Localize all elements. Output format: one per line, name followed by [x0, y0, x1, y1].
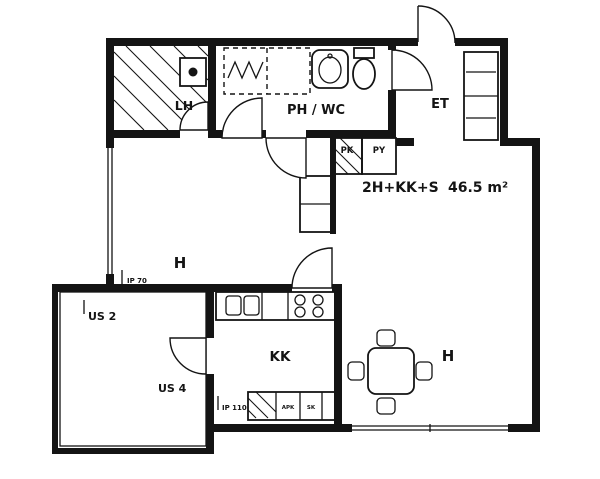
sink-bowl-icon — [243, 295, 260, 316]
toilet-icon — [352, 47, 376, 90]
entry-inner-door-arc — [391, 49, 433, 91]
chair — [376, 397, 396, 415]
label-bathroom: PH / WC — [287, 103, 345, 118]
label-ip110: IP 110 — [222, 404, 247, 412]
walls — [52, 38, 540, 454]
counter-hatch — [247, 391, 277, 419]
balcony-railing — [59, 291, 207, 447]
label-living-room: H — [442, 347, 455, 365]
kitchen-door-arc — [291, 247, 333, 289]
kitchen-counter-sink-stove — [215, 291, 341, 321]
label-cleaning-closet: SK — [307, 405, 316, 411]
entry-closets — [463, 51, 499, 141]
bathroom-door-arc — [221, 97, 263, 139]
entrance-door-arc — [417, 5, 456, 44]
windows — [106, 148, 508, 432]
label-sauna: LH — [175, 98, 193, 113]
labels: LH PH / WC ET PK PY 2H+KK+S 46.5 m² H KK… — [88, 97, 508, 412]
label-balcony-upper: US 2 — [88, 310, 116, 323]
chair — [376, 329, 396, 347]
sauna-door-arc — [179, 101, 209, 131]
window-bottom — [352, 424, 508, 432]
label-balcony-lower: US 4 — [158, 382, 187, 395]
bathroom-fixtures — [223, 47, 376, 95]
bedroom-door-arc — [265, 137, 307, 179]
kitchen-fixtures — [215, 291, 341, 421]
wardrobe — [299, 175, 335, 233]
washbasin-icon — [311, 49, 349, 89]
chair — [347, 361, 365, 381]
balcony-door-arc — [169, 337, 207, 375]
chair — [415, 361, 433, 381]
label-dishwasher: APK — [282, 405, 295, 411]
kitchen-counter-appliances — [247, 391, 341, 421]
label-closet-pk: PK — [341, 146, 354, 156]
label-area: 46.5 m² — [448, 180, 508, 196]
sink-bowl-icon — [225, 295, 242, 316]
stove-burners-icon — [294, 294, 324, 318]
doors — [169, 49, 433, 375]
pk-hatch — [331, 137, 363, 175]
window-left — [106, 148, 114, 274]
sauna-heater-icon — [179, 57, 207, 87]
label-apartment-type: 2H+KK+S — [362, 180, 439, 196]
dining-set — [347, 329, 433, 415]
label-entry: ET — [431, 97, 449, 112]
table — [367, 347, 415, 395]
label-kitchenette: KK — [270, 349, 291, 365]
label-bedroom: H — [174, 254, 187, 272]
utility-closets — [331, 137, 397, 175]
wall-mark-ticks — [121, 270, 219, 410]
label-closet-py: PY — [373, 146, 386, 156]
washer-icon — [227, 60, 264, 80]
label-ip70: IP 70 — [127, 277, 147, 285]
